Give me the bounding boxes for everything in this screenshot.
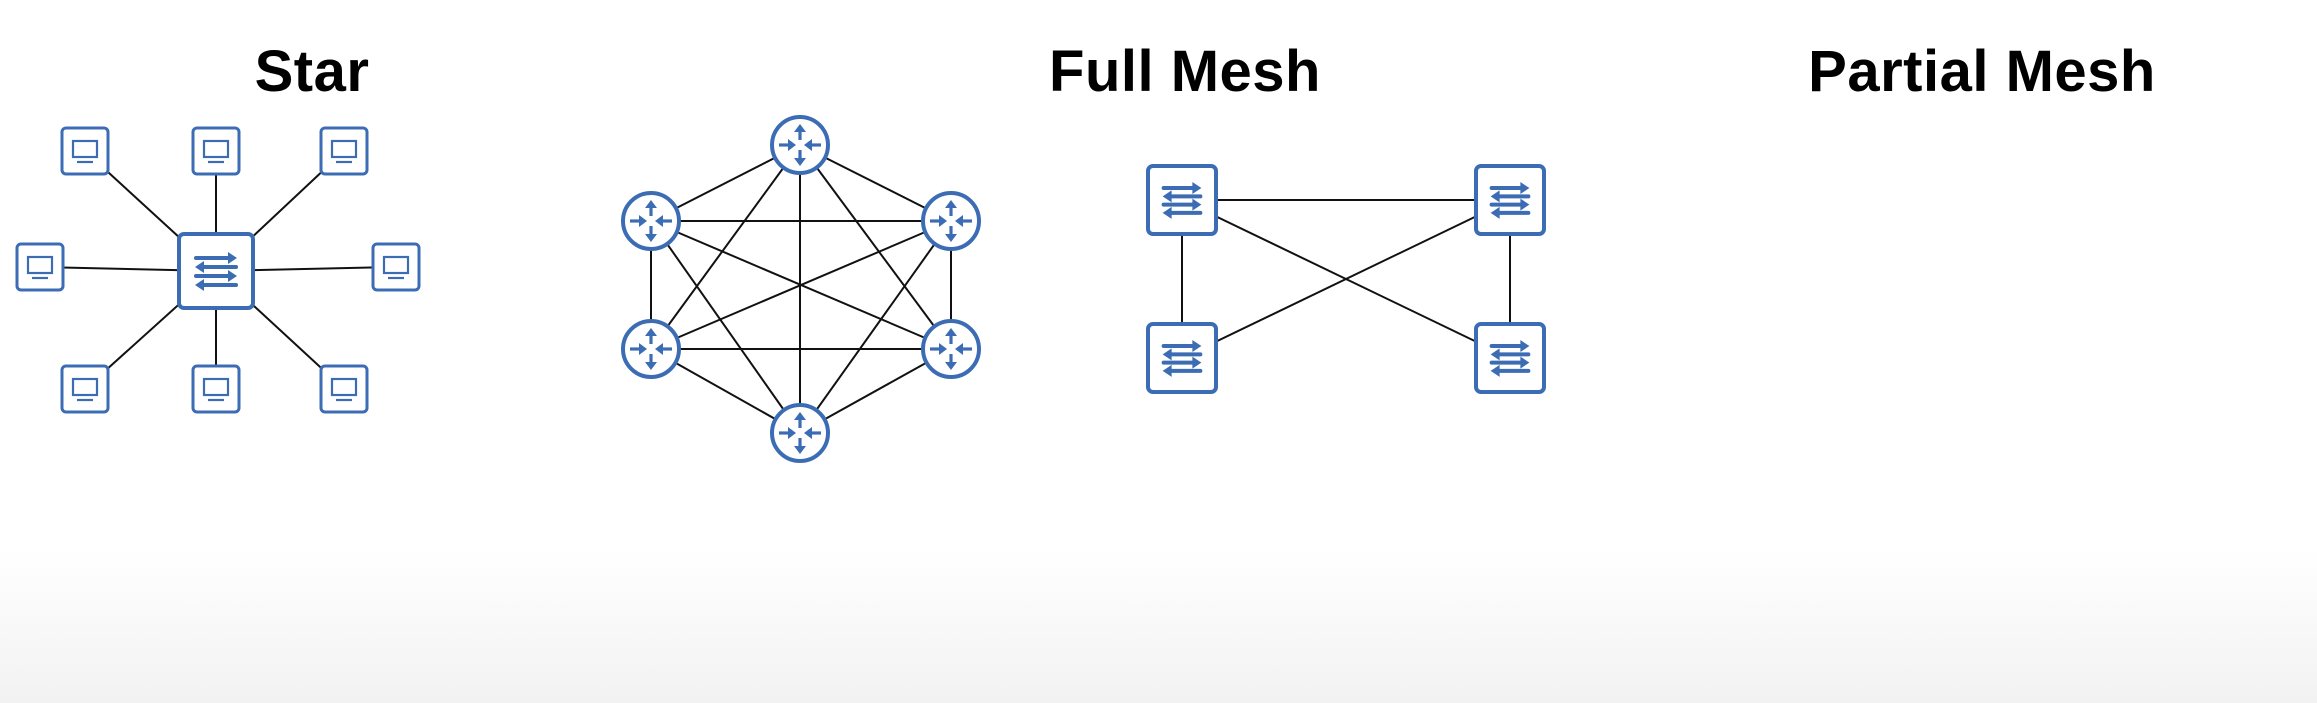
link-router-upper-left-to-router-bottom xyxy=(650,220,801,434)
switch-bottom-right[interactable] xyxy=(1474,322,1546,394)
computer-monitor-icon xyxy=(202,377,230,402)
pc-4[interactable] xyxy=(15,242,65,292)
computer-monitor-icon xyxy=(330,139,358,164)
computer-monitor-icon xyxy=(382,255,410,280)
switch-arrows-icon xyxy=(1161,340,1203,377)
computer-monitor-icon xyxy=(26,255,54,280)
router-bottom[interactable] xyxy=(770,403,830,463)
router-arrows-icon xyxy=(630,328,672,370)
computer-monitor-icon xyxy=(71,377,99,402)
pc-7[interactable] xyxy=(191,364,241,414)
full-mesh-title: Full Mesh xyxy=(1049,39,1321,104)
link-router-upper-right-to-router-bottom xyxy=(799,220,952,434)
computer-monitor-icon xyxy=(71,139,99,164)
link-router-top-to-router-lower-left xyxy=(650,144,801,350)
router-upper-left[interactable] xyxy=(621,191,681,251)
partial-mesh-title: Partial Mesh xyxy=(1808,39,2156,104)
router-lower-right[interactable] xyxy=(921,319,981,379)
star-title: Star xyxy=(254,39,370,104)
switch-top-left[interactable] xyxy=(1146,164,1218,236)
computer-monitor-icon xyxy=(202,139,230,164)
switch-arrows-icon xyxy=(194,252,238,291)
pc-6[interactable] xyxy=(60,364,110,414)
router-arrows-icon xyxy=(779,124,821,166)
router-arrows-icon xyxy=(930,200,972,242)
router-arrows-icon xyxy=(779,412,821,454)
pc-5[interactable] xyxy=(371,242,421,292)
router-arrows-icon xyxy=(930,328,972,370)
links-layer xyxy=(39,144,1511,434)
computer-monitor-icon xyxy=(330,377,358,402)
nodes-layer xyxy=(15,115,1546,463)
switch-arrows-icon xyxy=(1161,182,1203,219)
pc-2[interactable] xyxy=(191,126,241,176)
switch-arrows-icon xyxy=(1489,340,1531,377)
pc-8[interactable] xyxy=(319,364,369,414)
router-arrows-icon xyxy=(630,200,672,242)
switch-top-right[interactable] xyxy=(1474,164,1546,236)
router-upper-right[interactable] xyxy=(921,191,981,251)
pc-3[interactable] xyxy=(319,126,369,176)
pc-1[interactable] xyxy=(60,126,110,176)
router-lower-left[interactable] xyxy=(621,319,681,379)
link-router-top-to-router-lower-right xyxy=(799,144,952,350)
switch-arrows-icon xyxy=(1489,182,1531,219)
switch-bottom-left[interactable] xyxy=(1146,322,1218,394)
router-top[interactable] xyxy=(770,115,830,175)
switch-center[interactable] xyxy=(177,232,255,310)
link-router-upper-right-to-router-lower-left xyxy=(650,220,952,350)
link-switch-top-right-to-switch-bottom-left xyxy=(1181,199,1511,359)
